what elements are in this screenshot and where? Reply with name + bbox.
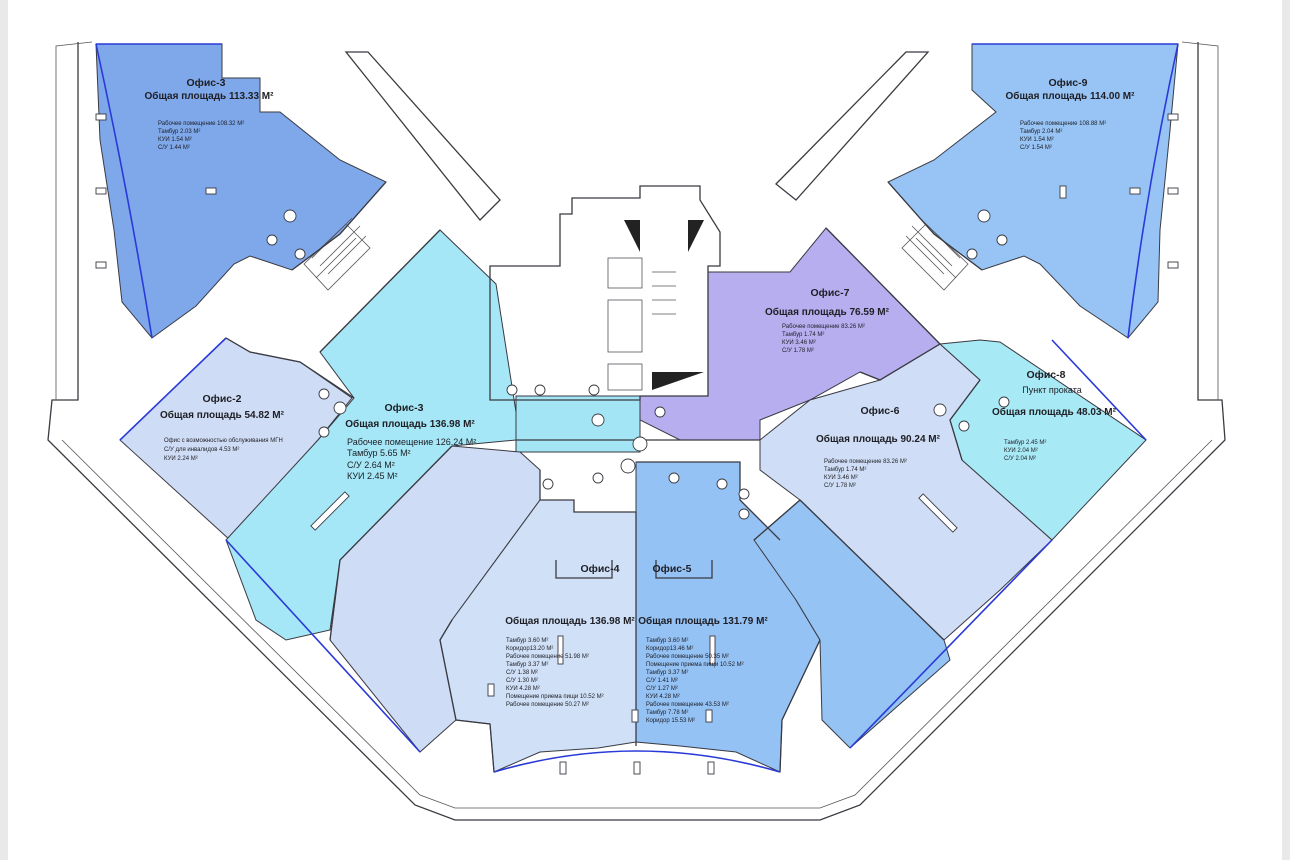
office-5-detail: Коридор13.46 М² xyxy=(646,646,693,652)
office-8-subtitle: Пункт проката xyxy=(1022,385,1081,395)
label-office-5: Офис-5 Общая площадь 131.79 М² Тамбур 3.… xyxy=(638,563,768,724)
label-office-9: Офис-9 Общая площадь 114.00 М² Рабочее п… xyxy=(1006,77,1136,151)
office-5-detail: Рабочее помещение 50.35 М² xyxy=(646,654,729,660)
label-office-2: Офис-2 Общая площадь 54.82 М² Офис с воз… xyxy=(160,393,285,462)
office-2-title: Офис-2 xyxy=(203,393,242,405)
office-8-detail: Тамбур 2.45 М² xyxy=(1004,440,1046,446)
office-2-detail: КУИ 2.24 М² xyxy=(164,456,198,462)
floor-plan: Офис-3 Общая площадь 113.33 М² Рабочее п… xyxy=(47,41,1226,821)
office-4-detail: Рабочее помещение 50.27 М² xyxy=(506,702,589,708)
office-9-detail: С/У 1.54 М² xyxy=(1020,145,1052,151)
office-4-detail: Рабочее помещение 51.98 М² xyxy=(506,654,589,660)
office-9-title: Офис-9 xyxy=(1049,77,1088,89)
office-4-title: Офис-4 xyxy=(581,563,620,575)
office-6-title: Офис-6 xyxy=(861,405,900,417)
office-5-detail: С/У 1.27 М² xyxy=(646,686,678,692)
office-5-area: Общая площадь 131.79 М² xyxy=(638,615,768,627)
office-8-title: Офис-8 xyxy=(1027,369,1066,381)
office-7-detail: С/У 1.78 М² xyxy=(782,348,814,354)
office-5-detail: Тамбур 7.78 М² xyxy=(646,710,688,716)
label-office-3-center: Офис-3 Общая площадь 136.98 М² Рабочее п… xyxy=(345,402,476,481)
office-8-area: Общая площадь 48.03 М² xyxy=(992,406,1117,418)
building-core xyxy=(489,185,721,401)
office-3-top-title: Офис-3 xyxy=(187,77,226,89)
office-9-detail: Тамбур 2.04 М² xyxy=(1020,129,1062,135)
office-3-top-detail: КУИ 1.54 М² xyxy=(158,137,192,143)
office-5-detail: Рабочее помещение 43.53 М² xyxy=(646,702,729,708)
office-3-center-detail: Тамбур 5.65 М² xyxy=(347,448,411,458)
office-9-area: Общая площадь 114.00 М² xyxy=(1006,90,1136,102)
corridor-zone xyxy=(515,395,641,453)
office-5-detail: Тамбур 3.60 М² xyxy=(646,638,688,644)
office-3-center-detail: Рабочее помещение 126.24 М² xyxy=(347,437,476,447)
office-3-top-detail: Тамбур 2.03 М² xyxy=(158,129,200,135)
office-7-detail: Тамбур 1.74 М² xyxy=(782,332,824,338)
office-7-detail: Рабочее помещение 83.26 М² xyxy=(782,324,865,330)
office-3-top-detail: С/У 1.44 М² xyxy=(158,145,190,151)
office-2-detail: С/У для инвалидов 4.53 М² xyxy=(164,447,239,453)
office-7-detail: КУИ 3.46 М² xyxy=(782,340,816,346)
office-4-detail: С/У 1.38 М² xyxy=(506,670,538,676)
office-6-detail: С/У 1.78 М² xyxy=(824,483,856,489)
office-5-title: Офис-5 xyxy=(653,563,692,575)
label-office-6: Офис-6 Общая площадь 90.24 М² Рабочее по… xyxy=(816,405,941,489)
office-3-top-area: Общая площадь 113.33 М² xyxy=(145,90,275,102)
office-2-area: Общая площадь 54.82 М² xyxy=(160,409,285,421)
office-5-detail: Помещение приема пищи 10.52 М² xyxy=(646,662,744,668)
office-5-detail: С/У 1.41 М² xyxy=(646,678,678,684)
office-3-center-area: Общая площадь 136.98 М² xyxy=(345,418,475,430)
stairs-left xyxy=(303,51,501,291)
office-4-detail: Коридор13.20 М² xyxy=(506,646,553,652)
plan-sheet: Офис-3 Общая площадь 113.33 М² Рабочее п… xyxy=(8,0,1282,860)
office-7-title: Офис-7 xyxy=(811,287,850,299)
office-2-detail: Офис с возможностью обслуживания МГН xyxy=(164,438,283,444)
office-8-detail: С/У 2.04 М² xyxy=(1004,456,1036,462)
sanitary-fixtures xyxy=(266,209,1010,520)
office-3-center-detail: С/У 2.64 М² xyxy=(347,460,395,470)
office-8-detail: КУИ 2.04 М² xyxy=(1004,448,1038,454)
office-9-zone[interactable] xyxy=(887,43,1179,339)
office-4-detail: С/У 1.30 М² xyxy=(506,678,538,684)
office-4-detail: Тамбур 3.60 М² xyxy=(506,638,548,644)
office-6-detail: Тамбур 1.74 М² xyxy=(824,467,866,473)
office-6-detail: КУИ 3.46 М² xyxy=(824,475,858,481)
office-9-detail: КУИ 1.54 М² xyxy=(1020,137,1054,143)
office-3-center-title: Офис-3 xyxy=(385,402,424,414)
office-7-area: Общая площадь 76.59 М² xyxy=(765,306,890,318)
office-9-detail: Рабочее помещение 108.88 М² xyxy=(1020,121,1106,127)
office-5-detail: КУИ 4.28 М² xyxy=(646,694,680,700)
office-4-detail: Тамбур 3.37 М² xyxy=(506,662,548,668)
office-4-area: Общая площадь 136.98 М² xyxy=(505,615,635,627)
office-6-area: Общая площадь 90.24 М² xyxy=(816,433,941,445)
office-3-top-detail: Рабочее помещение 108.32 М² xyxy=(158,121,244,127)
office-4-detail: КУИ 4.28 М² xyxy=(506,686,540,692)
label-office-8: Офис-8 Пункт проката Общая площадь 48.03… xyxy=(992,369,1117,462)
label-office-3-top: Офис-3 Общая площадь 113.33 М² Рабочее п… xyxy=(145,77,275,151)
office-4-detail: Помещение приема пищи 10.52 М² xyxy=(506,694,604,700)
label-office-7: Офис-7 Общая площадь 76.59 М² Рабочее по… xyxy=(765,287,890,354)
office-3-center-detail: КУИ 2.45 М² xyxy=(347,471,398,481)
window-marks xyxy=(95,113,1179,775)
office-5-detail: Коридор 15.53 М² xyxy=(646,718,695,724)
office-6-detail: Рабочее помещение 83.26 М² xyxy=(824,459,907,465)
building-outline xyxy=(47,41,1226,821)
office-5-detail: Тамбур 3.37 М² xyxy=(646,670,688,676)
label-office-4: Офис-4 Общая площадь 136.98 М² Тамбур 3.… xyxy=(505,563,635,708)
office-3-top-zone[interactable] xyxy=(95,43,387,339)
facade-glazing xyxy=(95,43,1179,773)
